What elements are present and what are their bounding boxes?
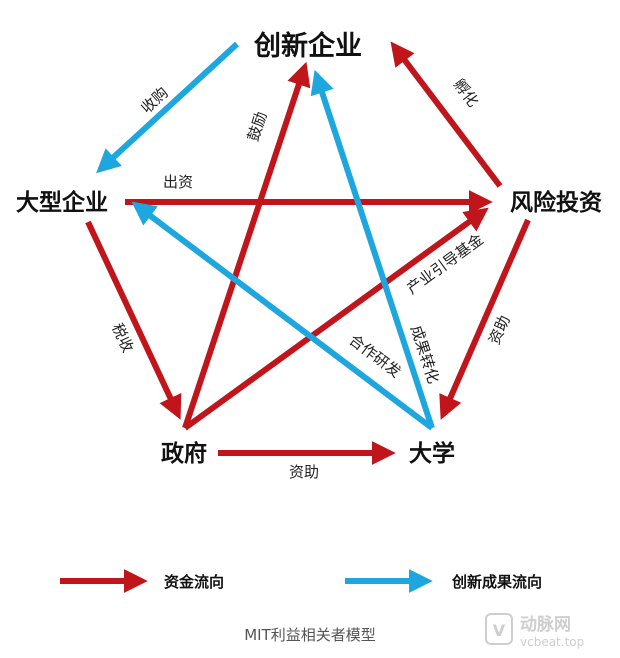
edge-grant-vc-university-arrow xyxy=(439,218,531,420)
edge-encourage-arrow xyxy=(182,61,311,429)
label-grant-vc-university: 资助 xyxy=(485,313,514,348)
label-cooperative-rd: 合作研发 xyxy=(346,331,405,381)
watermark-logo-icon xyxy=(485,613,513,645)
label-incubation: 孵化 xyxy=(450,76,482,111)
edge-acquisition-arrow xyxy=(96,41,240,174)
watermark-logo-glyph: V xyxy=(493,621,506,640)
label-investment: 出资 xyxy=(163,173,193,191)
edge-industry-guidance-fund-arrow xyxy=(183,207,489,431)
node-university: 大学 xyxy=(409,440,455,467)
figure-caption: MIT利益相关者模型 xyxy=(244,626,376,644)
label-taxation: 税收 xyxy=(108,320,137,355)
legend-capital-flow-label: 资金流向 xyxy=(164,573,224,591)
label-grant-gov-university: 资助 xyxy=(289,463,319,481)
legend-innovation-flow-label: 创新成果流向 xyxy=(451,573,542,591)
watermark-brand: 动脉网 xyxy=(520,614,571,635)
node-large-enterprise: 大型企业 xyxy=(16,189,108,216)
edge-cooperative-rd-arrow xyxy=(131,201,434,431)
watermark: V 动脉网 vcbeat.top xyxy=(485,613,584,649)
edge-taxation-arrow xyxy=(85,220,182,420)
edge-incubation-arrow xyxy=(390,41,503,188)
node-innovative-enterprise: 创新企业 xyxy=(253,30,362,62)
label-encourage: 鼓励 xyxy=(244,109,270,143)
watermark-site: vcbeat.top xyxy=(520,635,584,649)
node-venture-capital: 风险投资 xyxy=(510,189,602,216)
node-government: 政府 xyxy=(161,440,207,467)
edge-tech-transfer-arrow xyxy=(310,69,435,429)
